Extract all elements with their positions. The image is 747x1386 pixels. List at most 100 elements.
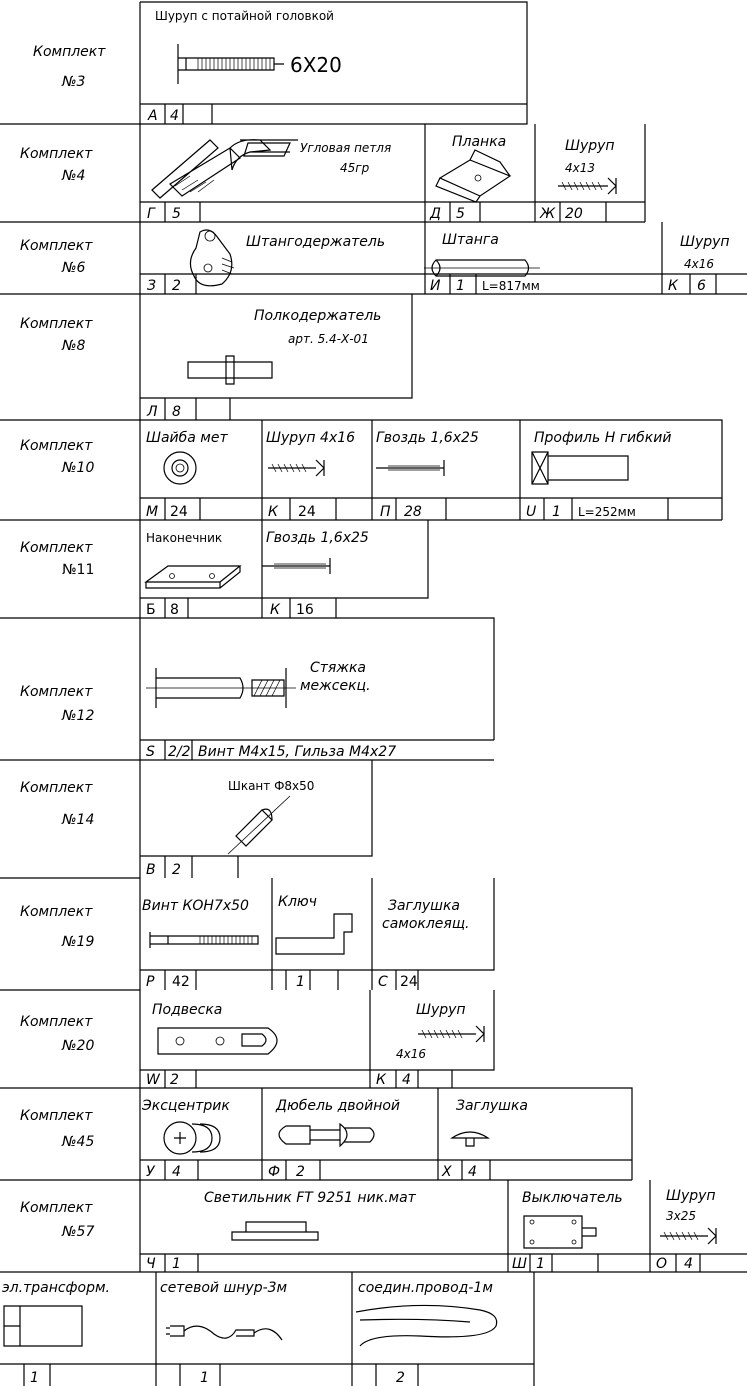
item-name: Светильник FT 9251 ник.мат: [204, 1190, 417, 1206]
item-sub: арт. 5.4-Х-01: [288, 332, 369, 346]
kit-number: №11: [62, 562, 94, 578]
lamp-fixture-icon: [231, 1221, 319, 1241]
kit-number: №8: [61, 338, 86, 354]
item-qty: 24: [400, 974, 418, 990]
item-qty: 1: [552, 504, 561, 520]
item-name: Заглушка: [456, 1098, 528, 1114]
kit-number: №12: [61, 708, 94, 724]
item-code: П: [380, 504, 391, 520]
item-qty: 8: [170, 602, 179, 618]
item-code: З: [147, 278, 156, 294]
flexible-profile-icon: [531, 451, 629, 485]
kit-block-12: Комплект №12 Стяжка межсекц. S 2/2 Винт …: [0, 617, 495, 761]
transformer-icon: [3, 1305, 83, 1347]
item-qty: 4: [402, 1072, 411, 1088]
rod-holder-icon: [189, 229, 235, 287]
item-qty: 42: [172, 974, 190, 990]
item-code: Ч: [146, 1256, 156, 1272]
item-code: К: [668, 278, 679, 294]
item-extra: Винт М4х15, Гильза М4х27: [198, 744, 396, 760]
kit-number: №6: [61, 260, 86, 276]
hanger-bracket-icon: [157, 1027, 278, 1055]
kit-label: Комплект: [20, 1108, 93, 1124]
kit-block-45: Комплект №45 Эксцентрик У 4 Дюбель двойн…: [0, 1087, 633, 1181]
item-qty: 2: [170, 1072, 179, 1088]
kit-label: Комплект: [20, 1200, 93, 1216]
item-qty: 6: [697, 278, 706, 294]
item-name: Эксцентрик: [141, 1098, 230, 1114]
kit-block-14: Комплект №14 Шкант Ф8х50 В 2: [0, 760, 373, 879]
item-code: U: [526, 504, 536, 520]
kit-block-4: Комплект №4 Угловая петля 45гр Г 5 Планк…: [0, 124, 646, 223]
kit-number: №20: [61, 1038, 94, 1054]
end-cap-icon: [144, 565, 242, 589]
item-code: Р: [146, 974, 155, 990]
item-name: Гвоздь 1,6х25: [376, 430, 479, 446]
item-code: М: [146, 504, 158, 520]
kit-number: №3: [61, 74, 85, 90]
kit-label: Комплект: [20, 684, 93, 700]
item-qty: 1: [172, 1256, 181, 1272]
item-size: 6Х20: [290, 53, 342, 77]
item-qty: 1: [296, 974, 305, 990]
item-name: Шуруп: [666, 1188, 716, 1204]
item-name: Шайба мет: [146, 430, 228, 446]
kit-number: №14: [61, 812, 94, 828]
item-code: Ф: [268, 1164, 280, 1180]
item-code: W: [146, 1072, 161, 1088]
item-qty: 2: [172, 278, 181, 294]
kit-block-57: Комплект №57 Светильник FT 9251 ник.мат …: [0, 1180, 747, 1273]
item-name: соедин.провод-1м: [358, 1280, 493, 1296]
item-qty: 1: [200, 1370, 209, 1386]
kit-block-20: Комплект №20 Подвеска W 2 Шуруп 4х16 К 4: [0, 990, 495, 1089]
item-name: Дюбель двойной: [275, 1098, 400, 1114]
kit-block-10: Комплект №10 Шайба мет М 24 Шуруп 4х16 К…: [0, 419, 723, 521]
kit-label: Комплект: [20, 780, 93, 796]
item-qty: 5: [172, 206, 181, 222]
item-sub: межсекц.: [300, 678, 371, 694]
item-name: Шуруп: [565, 138, 615, 154]
screw-icon: [558, 177, 617, 195]
item-name: Выключатель: [522, 1190, 623, 1206]
item-name: Полкодержатель: [254, 308, 381, 324]
kit-label: Комплект: [20, 316, 93, 332]
item-qty: 5: [456, 206, 465, 222]
kit-number: №19: [61, 934, 94, 950]
kit-label: Комплект: [20, 146, 93, 162]
kit-label: Комплект: [20, 238, 93, 254]
item-code: S: [146, 744, 155, 760]
item-qty: 4: [684, 1256, 693, 1272]
kit-block-11: Комплект №11 Наконечник Б 8 Гвоздь 1,6х2…: [0, 520, 429, 619]
item-name: Шуруп: [416, 1002, 466, 1018]
item-sub: 4х16: [684, 257, 714, 271]
mounting-plate-icon: [435, 149, 512, 203]
item-code: Б: [146, 602, 156, 618]
item-name: Штангодержатель: [246, 234, 385, 250]
item-code: И: [430, 278, 441, 294]
kit-number: №57: [61, 1224, 94, 1240]
item-code: Д: [429, 206, 441, 222]
item-name: Ключ: [278, 894, 317, 910]
item-sub: самоклеящ.: [382, 916, 469, 932]
item-qty: 20: [565, 206, 583, 222]
item-qty: 8: [172, 404, 181, 420]
washer-icon: [163, 451, 197, 485]
item-qty: 2: [396, 1370, 405, 1386]
kit-label: Комплект: [20, 438, 93, 454]
power-cord-icon: [166, 1325, 283, 1341]
screw-icon: [418, 1025, 485, 1043]
kit-block-6: Комплект №6 Штангодержатель З 2 Штанга И…: [0, 222, 747, 295]
kit-number: №10: [61, 460, 94, 476]
item-qty: 24: [170, 504, 188, 520]
hex-key-icon: [275, 913, 353, 955]
item-name: Шкант Ф8х50: [228, 779, 314, 793]
item-code: К: [268, 504, 279, 520]
item-length: L=817мм: [482, 279, 540, 293]
item-name: Заглушка: [388, 898, 460, 914]
item-name: сетевой шнур-3м: [160, 1280, 288, 1296]
item-code: У: [146, 1164, 156, 1180]
item-code: Ш: [512, 1256, 527, 1272]
item-code: Г: [147, 206, 156, 222]
item-qty: 4: [170, 108, 179, 124]
kit-label: Комплект: [33, 44, 106, 60]
